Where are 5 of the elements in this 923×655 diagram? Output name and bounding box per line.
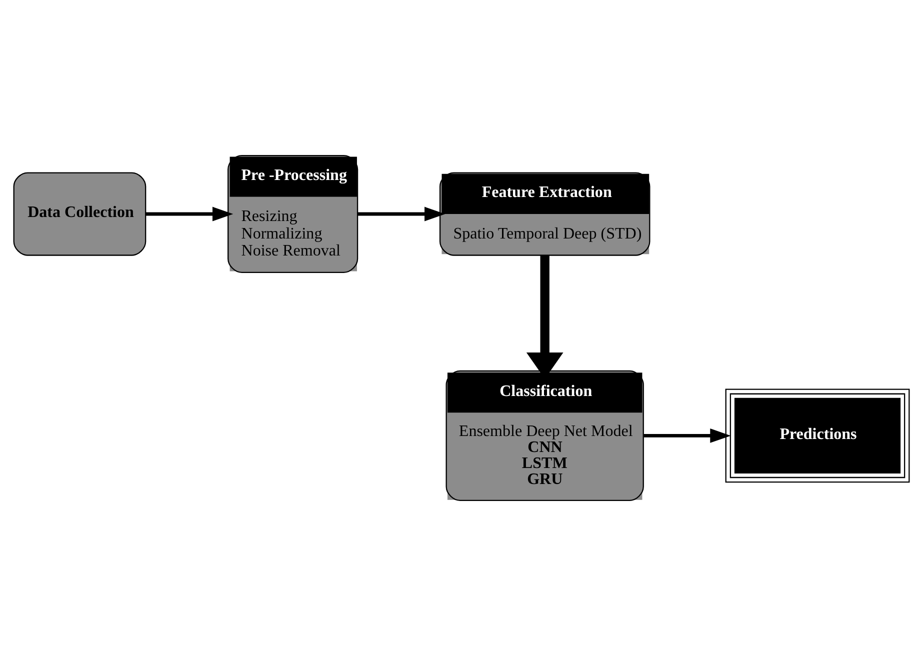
arrow bbox=[644, 428, 731, 442]
arrow bbox=[358, 206, 446, 221]
node-box: Data Collection bbox=[13, 172, 146, 256]
node-box: Predictions bbox=[725, 388, 910, 482]
arrow bbox=[146, 206, 234, 221]
